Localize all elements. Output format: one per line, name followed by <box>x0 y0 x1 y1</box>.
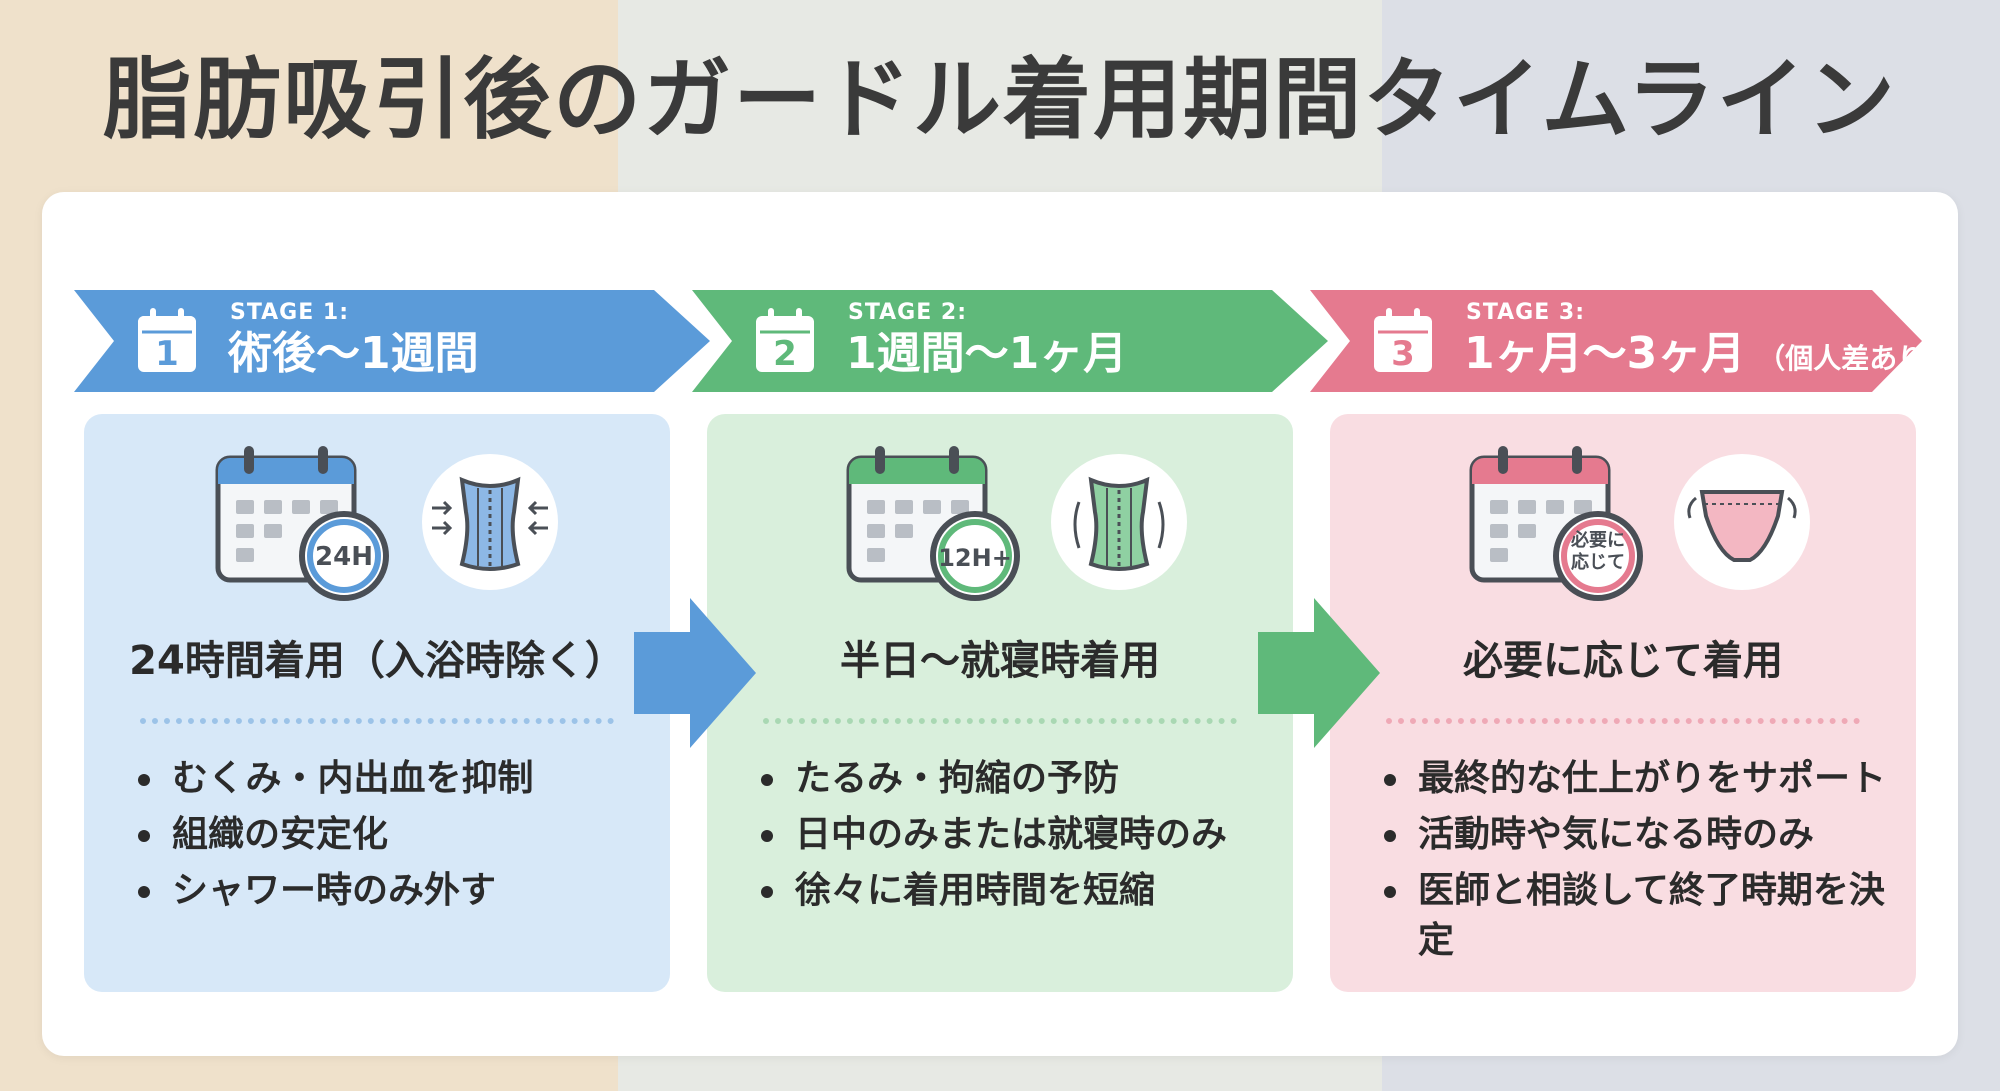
bullet-list: たるみ・拘縮の予防 日中のみまたは就寝時のみ 徐々に着用時間を短縮 <box>757 754 1277 922</box>
duration-badge: 12H+ <box>938 544 1012 572</box>
card-icons: 12H+ <box>707 444 1293 604</box>
card-heading: 半日〜就寝時着用 <box>840 638 1160 684</box>
flow-arrow-right <box>1258 598 1380 748</box>
ribbon-shape <box>692 290 1328 392</box>
calendar-clock-icon <box>215 446 389 601</box>
list-item: 最終的な仕上がりをサポート <box>1380 754 1900 804</box>
ribbon-shape <box>74 290 710 392</box>
stage-period-text: 1ヶ月〜3ヶ月 <box>1464 328 1746 379</box>
list-item: シャワー時のみ外す <box>134 866 654 916</box>
card-icons: 必要に 応じて <box>1330 444 1916 604</box>
bullet-list: 最終的な仕上がりをサポート 活動時や気になる時のみ 医師と相談して終了時期を決定 <box>1380 754 1900 972</box>
badge-line: 応じて <box>1571 552 1625 573</box>
stage-3-card: 必要に 応じて 必要に応じて着用 最終的な仕上がりをサポート 活動時や気になる時… <box>1330 414 1916 992</box>
calendar-icon <box>138 308 196 372</box>
stage-label: STAGE 2: <box>848 300 968 325</box>
stage-label: STAGE 1: <box>230 300 350 325</box>
stage-2-card: 12H+ 半日〜就寝時着用 たるみ・拘縮の予防 日中のみまたは就寝時のみ 徐々に… <box>707 414 1293 992</box>
calendar-icon <box>756 308 814 372</box>
card-heading: 24時間着用（入浴時除く） <box>129 638 625 684</box>
corset-icon <box>1051 454 1187 590</box>
calendar-clock-icon <box>1469 446 1643 601</box>
ribbon-shape <box>1310 290 1922 392</box>
stage-label: STAGE 3: <box>1466 300 1586 325</box>
flow-arrow-right <box>634 598 756 748</box>
stage-number: 1 <box>155 334 179 374</box>
stage-2-ribbon: 2 STAGE 2: 1週間〜1ヶ月 <box>692 290 1332 392</box>
dotted-divider <box>140 718 614 724</box>
calendar-clock-icon <box>846 446 1020 601</box>
dotted-divider <box>1386 718 1860 724</box>
stage-1-card: 24H 24時間着用（入浴時除く） むくみ・内出血を抑制 組織の安定化 シャワー… <box>84 414 670 992</box>
list-item: むくみ・内出血を抑制 <box>134 754 654 804</box>
stage-period: 1週間〜1ヶ月 <box>846 324 1127 384</box>
stage-3-ribbon: 3 STAGE 3: 1ヶ月〜3ヶ月 （個人差あり） <box>1310 290 1953 392</box>
list-item: 医師と相談して終了時期を決定 <box>1380 866 1900 966</box>
list-item: 日中のみまたは就寝時のみ <box>757 810 1277 860</box>
card-heading: 必要に応じて着用 <box>1463 638 1783 684</box>
stage-period-text: 術後〜1週間 <box>228 328 479 379</box>
stage-period: 術後〜1週間 <box>228 324 479 384</box>
calendar-icon <box>1374 308 1432 372</box>
stage-1-ribbon: 1 STAGE 1: 術後〜1週間 <box>74 290 714 392</box>
page-title: 脂肪吸引後のガードル着用期間タイムライン <box>103 48 1897 151</box>
compression-corset-icon <box>422 454 558 590</box>
stage-period: 1ヶ月〜3ヶ月 （個人差あり） <box>1464 324 1953 389</box>
list-item: たるみ・拘縮の予防 <box>757 754 1277 804</box>
card-icons: 24H <box>84 444 670 604</box>
stage-period-text: 1週間〜1ヶ月 <box>846 328 1128 379</box>
stage-note: （個人差あり） <box>1757 342 1954 375</box>
dotted-divider <box>763 718 1237 724</box>
duration-badge: 必要に 応じて <box>1556 530 1640 574</box>
stage-number: 3 <box>1391 334 1415 374</box>
list-item: 組織の安定化 <box>134 810 654 860</box>
bullet-list: むくみ・内出血を抑制 組織の安定化 シャワー時のみ外す <box>134 754 654 922</box>
list-item: 活動時や気になる時のみ <box>1380 810 1900 860</box>
badge-line: 必要に <box>1571 530 1625 551</box>
stage-number: 2 <box>773 334 797 374</box>
list-item: 徐々に着用時間を短縮 <box>757 866 1277 916</box>
shaping-briefs-icon <box>1674 454 1810 590</box>
duration-badge: 24H <box>315 542 373 572</box>
